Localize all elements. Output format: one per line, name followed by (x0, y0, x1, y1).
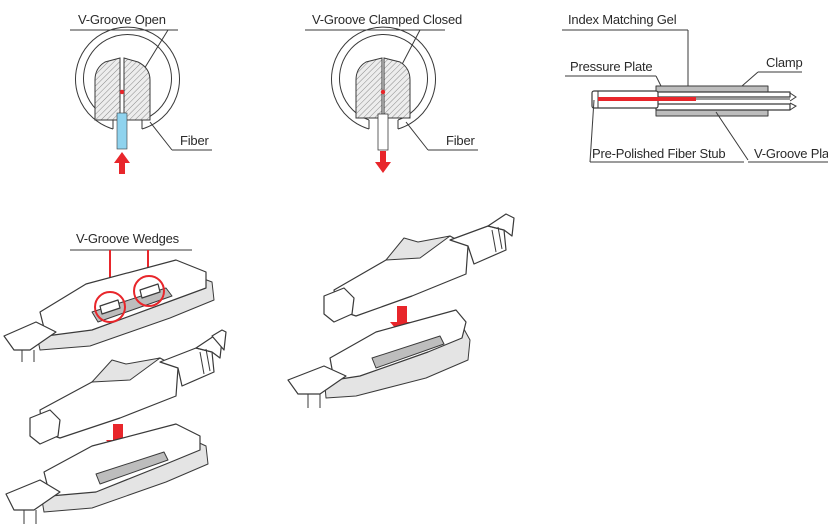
clamp-bottom (655, 109, 769, 117)
fiber-stub-label: Pre-Polished Fiber Stub (592, 146, 725, 161)
vgroove-wedges-label: V-Groove Wedges (76, 231, 180, 246)
vgroove-open-left-half (94, 57, 121, 121)
vgroove-plate (655, 103, 791, 111)
fiber-stub (598, 97, 696, 101)
wedges-panel: V-Groove Wedges (3, 231, 227, 524)
connector-upper-right (323, 213, 515, 323)
vgroove-closed-panel: V-Groove Clamped Closed Fiber (305, 12, 478, 173)
vgroove-open-inner-ring (83, 34, 172, 121)
vgroove-open-outer-ring (75, 26, 180, 130)
vgroove-open-fiber (116, 112, 128, 150)
wedge-highlight-right (133, 275, 165, 307)
index-gel-label: Index Matching Gel (568, 12, 677, 27)
arrow-up-icon (114, 152, 130, 174)
connector-lower-left (29, 329, 227, 445)
insertion-panel (287, 213, 515, 408)
vgroove-open-right-half (123, 57, 151, 121)
vgroove-open-panel: V-Groove Open Fiber (70, 12, 212, 174)
vgroove-closed-left-half (355, 57, 383, 119)
clamp-top (655, 85, 769, 93)
splice-housing-bottom (5, 423, 209, 524)
vgroove-open-label: V-Groove Open (78, 12, 166, 27)
vgroove-plate-label: V-Groove Plate (754, 146, 828, 161)
vgroove-closed-outer-ring (331, 26, 436, 130)
pressure-plate-label: Pressure Plate (570, 59, 652, 74)
fiber-label-open: Fiber (180, 133, 209, 148)
wedge-highlight-left (94, 291, 126, 323)
vgroove-closed-inner-ring (339, 34, 428, 121)
clamp-label: Clamp (766, 55, 803, 70)
vgroove-clamped-label: V-Groove Clamped Closed (312, 12, 462, 27)
vgroove-closed-fiber-dot (380, 89, 386, 95)
vgroove-closed-right-half (383, 57, 411, 119)
arrow-down-icon (375, 151, 391, 173)
vgroove-open-leader (140, 29, 169, 75)
splice-housing-right (287, 309, 471, 408)
pressure-plate (655, 91, 791, 98)
fiber-label-closed: Fiber (446, 133, 475, 148)
vgroove-open-fiber-dot (119, 89, 125, 95)
vgroove-closed-fiber (377, 113, 389, 151)
cross-section-panel: Index Matching Gel Pressure Plate Clamp … (562, 12, 828, 163)
